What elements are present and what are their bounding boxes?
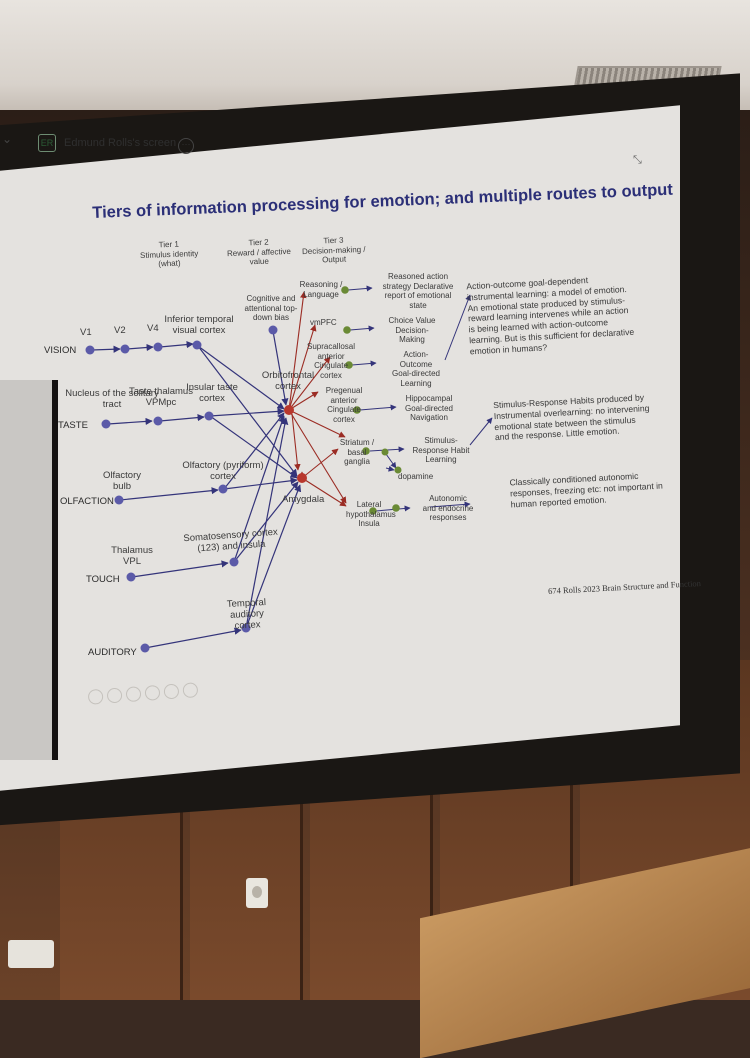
node-ofc — [284, 405, 294, 415]
slide: Tiers of information processing for emot… — [44, 181, 701, 705]
node-nts — [101, 419, 111, 429]
node-dopamine — [394, 466, 402, 474]
wall-socket — [246, 878, 268, 908]
label-thalamus-vpl: Thalamus VPL — [111, 545, 153, 567]
diagram-connections — [91, 285, 493, 649]
node-vmpfc — [343, 326, 351, 334]
label-temporal-auditory: Temporal auditory cortex — [226, 597, 267, 632]
next-slide-icon[interactable] — [106, 687, 123, 704]
node-olfactory-bulb — [114, 495, 124, 505]
screen-share-label: Edmund Rolls's screen — [64, 137, 177, 149]
node-somatosensory — [229, 557, 239, 567]
label-v4: V4 — [147, 323, 159, 334]
screen-share-indicator[interactable]: ER Edmund Rolls's screen — [28, 130, 186, 156]
label-cognitive-bias: Cognitive and attentional top-down bias — [244, 294, 298, 322]
node-thalamus-vpl — [126, 572, 136, 582]
presenter-avatar: ER — [38, 134, 56, 152]
label-olfactory-bulb: Olfactory bulb — [102, 470, 141, 492]
node-striatum — [362, 447, 370, 455]
node-temporal — [241, 623, 251, 633]
node-itc — [192, 340, 202, 350]
node-pgc — [353, 406, 361, 414]
label-choice-value: Choice Value Decision-Making — [388, 316, 436, 344]
node-insula — [204, 411, 214, 421]
node-cognitive-bias — [268, 325, 278, 335]
node-v1 — [85, 345, 95, 355]
label-dopamine: dopamine — [398, 472, 434, 481]
node-taste-thalamus — [153, 416, 163, 426]
label-vmpfc: vmPFC — [310, 318, 337, 327]
label-reasoned-action: Reasoned action strategy Declarative rep… — [382, 272, 454, 310]
chevron-down-icon[interactable]: ⌄ — [2, 132, 13, 146]
previous-slide-icon[interactable] — [87, 688, 104, 705]
more-options-icon[interactable]: ··· — [178, 138, 194, 154]
slides-grid-icon[interactable] — [144, 684, 161, 701]
modality-taste: TASTE — [58, 420, 88, 431]
label-inferior-temporal: Inferior temporal visual cortex — [164, 314, 234, 336]
label-pregenual: Pregenual anterior Cingulate cortex — [325, 386, 363, 424]
node-pyriform — [218, 484, 228, 494]
label-striatum: Striatum / basal ganglia — [339, 438, 375, 466]
label-v2: V2 — [114, 325, 126, 336]
modality-olfaction: OLFACTION — [60, 496, 114, 507]
node-autonomic — [392, 504, 400, 512]
note-habits: Stimulus-Response Habits produced by Ins… — [492, 392, 650, 443]
power-strip — [8, 940, 54, 968]
modality-touch: TOUCH — [86, 574, 120, 585]
label-supracallosal: Supracallosal anterior Cingulate cortex — [306, 342, 356, 380]
node-auditory — [140, 643, 150, 653]
label-nts: Nucleus of the solitary tract — [65, 388, 159, 410]
node-v2 — [120, 344, 130, 354]
label-action-outcome: Action-Outcome Goal-directed Learning — [391, 350, 441, 388]
side-monitor — [0, 380, 58, 760]
label-hippocampal: Hippocampal Goal-directed Navigation — [404, 394, 454, 422]
modality-vision: VISION — [44, 345, 77, 356]
label-lateral-hypothalamus: Lateral hypothalamus Insula — [346, 500, 396, 528]
pen-icon[interactable] — [125, 686, 142, 703]
label-pyriform-cortex: Olfactory (pyriform) cortex — [182, 460, 264, 482]
node-reasoning — [341, 286, 349, 294]
label-reasoning: Reasoning / Language — [299, 280, 343, 299]
more-icon[interactable] — [182, 682, 199, 699]
label-stimulus-response: Stimulus-Response Habit Learning — [412, 436, 470, 464]
diagram-nodes — [85, 286, 402, 653]
node-striatum-2 — [381, 448, 389, 456]
label-amygdala: Amygdala — [282, 494, 325, 505]
label-autonomic: Autonomic and endocrine responses — [422, 494, 474, 522]
node-amygdala — [297, 473, 307, 483]
node-scc — [345, 361, 353, 369]
exit-fullscreen-icon[interactable]: ⤡ — [633, 154, 642, 166]
modality-auditory: AUDITORY — [88, 647, 137, 658]
note-action-outcome: Action-outcome goal-dependent instrument… — [466, 275, 635, 357]
label-v1: V1 — [80, 327, 92, 338]
node-v4 — [153, 342, 163, 352]
label-orbitofrontal: Orbitofrontal cortex — [261, 370, 315, 392]
zoom-icon[interactable] — [163, 683, 180, 700]
node-lateral-hypothalamus — [369, 507, 377, 515]
label-taste-thalamus: Taste thalamus VPMpc — [129, 386, 193, 408]
label-insular-cortex: Insular taste cortex — [186, 382, 238, 404]
